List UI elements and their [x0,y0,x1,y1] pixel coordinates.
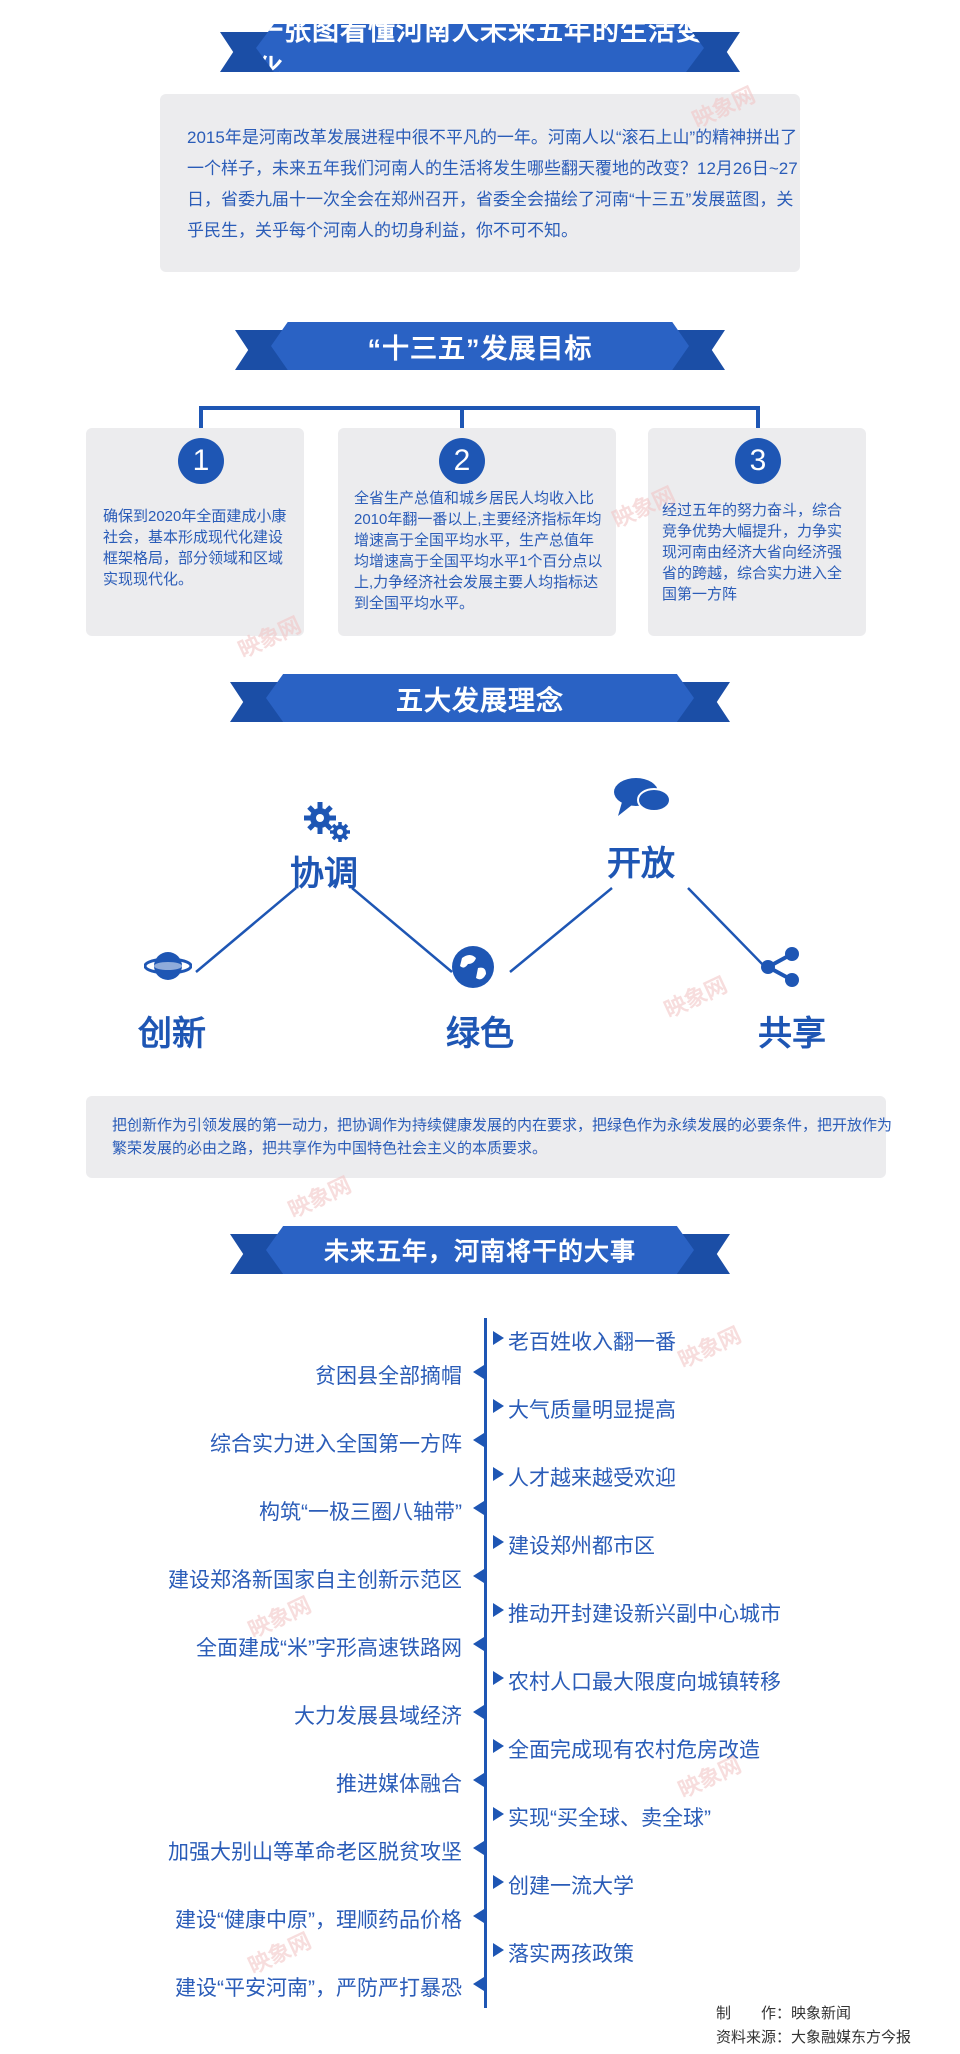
concepts-description: 把创新作为引领发展的第一动力，把协调作为持续健康发展的内在要求，把绿色作为永续发… [112,1117,893,1157]
timeline-arrow-right [493,1603,504,1617]
tasks-banner: 未来五年，河南将干的大事 [230,1226,730,1280]
task-left-item: 大力发展县域经济 [294,1705,462,1728]
concept-gongxiang: 共享 [758,1015,826,1053]
task-right-item: 人才越来越受欢迎 [508,1467,676,1490]
task-left-item: 建设郑洛新国家自主创新示范区 [168,1569,462,1592]
task-left-item: 建设“平安河南”，严防严打暴恐 [175,1977,462,2000]
goals-banner: “十三五”发展目标 [235,322,725,376]
intro-text: 2015年是河南改革发展进程中很不平凡的一年。河南人以“滚石上山”的精神拼出了一… [187,128,798,240]
timeline-arrow-left [473,1977,484,1991]
gears-icon [304,802,350,842]
task-right-item: 建设郑州都市区 [508,1535,655,1558]
timeline-arrow-left [473,1569,484,1583]
concepts-title: 五大发展理念 [266,674,694,722]
intro-panel [160,94,800,272]
goal-text-2: 全省生产总值和城乡居民人均收入比2010年翻一番以上,主要经济指标年均增速高于全… [354,490,603,612]
task-left-item: 建设“健康中原”，理顺药品价格 [175,1909,462,1932]
task-left-item: 综合实力进入全国第一方阵 [210,1433,462,1456]
goals-title: “十三五”发展目标 [271,322,689,370]
title-banner: 一张图看懂河南人未来五年的生活变化 [220,24,740,78]
timeline-arrow-right [493,1943,504,1957]
chat-bubbles-icon [614,778,671,816]
page-title: 一张图看懂河南人未来五年的生活变化 [256,16,704,85]
timeline-arrow-left [473,1773,484,1787]
concept-xietiao: 协调 [290,855,358,893]
tasks-title: 未来五年，河南将干的大事 [266,1226,694,1274]
timeline-arrow-right [493,1807,504,1821]
task-left-item: 推进媒体融合 [336,1773,462,1796]
timeline-arrow-left [473,1637,484,1651]
credit-source: 资料来源：大象融媒东方今报 [716,2029,912,2046]
task-left-item: 构筑“一极三圈八轴带” [259,1501,462,1524]
timeline-arrow-right [493,1875,504,1889]
concept-kaifang: 开放 [607,845,675,883]
watermark-logo: 映象网 [674,1322,745,1373]
task-right-item: 农村人口最大限度向城镇转移 [508,1671,781,1694]
timeline-arrow-left [473,1841,484,1855]
goal-number-2: 2 [439,438,485,484]
concept-chuangxin: 创新 [138,1015,206,1053]
timeline-arrow-right [493,1399,504,1413]
concepts-network [195,887,769,973]
timeline-axis [484,1318,487,2008]
timeline-arrow-left [473,1365,484,1379]
task-right-item: 创建一流大学 [508,1875,634,1898]
timeline-arrow-right [493,1739,504,1753]
goal-text-1: 确保到2020年全面建成小康社会，基本形成现代化建设框架格局，部分领域和区域实现… [103,508,287,588]
globe-icon [452,946,494,988]
concept-lvse: 绿色 [446,1015,514,1053]
credit-maker: 制 作：映象新闻 [716,2005,852,2022]
timeline-arrow-left [473,1705,484,1719]
task-left-item: 加强大别山等革命老区脱贫攻坚 [168,1841,462,1864]
task-left-item: 贫困县全部摘帽 [315,1365,462,1388]
timeline-arrow-left [473,1433,484,1447]
timeline-arrow-right [493,1331,504,1345]
planet-icon [144,952,192,980]
concepts-desc-panel [86,1096,886,1178]
timeline-arrow-right [493,1535,504,1549]
timeline-arrow-right [493,1671,504,1685]
timeline-arrow-left [473,1501,484,1515]
task-right-item: 推动开封建设新兴副中心城市 [508,1603,781,1626]
task-right-item: 落实两孩政策 [508,1943,634,1966]
goal-number-1: 1 [178,438,224,484]
task-right-item: 老百姓收入翻一番 [508,1331,676,1354]
timeline-arrow-left [473,1909,484,1923]
share-icon [761,947,799,987]
task-right-item: 大气质量明显提高 [508,1399,676,1422]
timeline-arrow-right [493,1467,504,1481]
task-right-item: 全面完成现有农村危房改造 [508,1739,760,1762]
concepts-banner: 五大发展理念 [230,674,730,728]
task-left-item: 全面建成“米”字形高速铁路网 [196,1637,462,1660]
task-right-item: 实现“买全球、卖全球” [508,1807,711,1830]
goal-number-3: 3 [735,438,781,484]
goal-text-3: 经过五年的努力奋斗，综合竞争优势大幅提升，力争实现河南由经济大省向经济强省的跨越… [662,502,843,603]
